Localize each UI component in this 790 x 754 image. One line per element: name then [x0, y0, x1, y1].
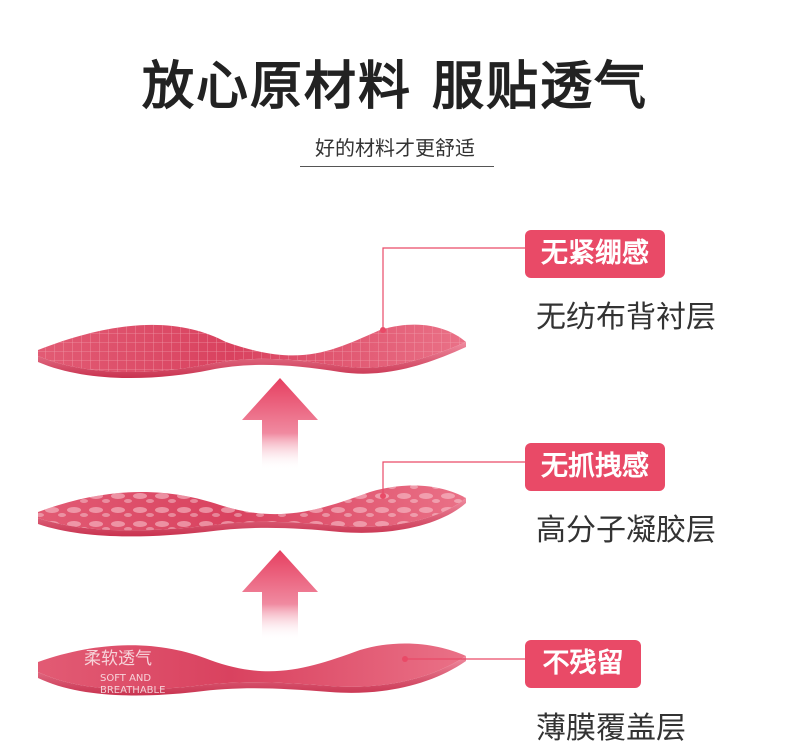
callout-line-bottom [402, 656, 525, 662]
layer-badge-no-pulling: 无抓拽感 [525, 443, 665, 491]
layer-name-film: 薄膜覆盖层 [536, 711, 686, 746]
film-sheet [38, 643, 466, 696]
arrow-up-icon [242, 550, 318, 640]
page-title: 放心原材料 服贴透气 [141, 57, 649, 117]
arrow-up-icon [242, 378, 318, 470]
gel-sheet [38, 485, 466, 537]
layer-name-gel: 高分子凝胶层 [536, 513, 716, 548]
sheet-english-line2: BREATHABLE [100, 685, 166, 696]
subtitle-underline [300, 166, 494, 167]
sheet-chinese-text: 柔软透气 [84, 649, 152, 669]
layer-badge-no-residue: 不残留 [525, 640, 641, 688]
page-subtitle: 好的材料才更舒适 [315, 136, 475, 160]
callout-line-middle [380, 461, 525, 499]
callout-line-top [380, 247, 525, 333]
layer-badge-no-tightness: 无紧绷感 [525, 230, 665, 278]
nonwoven-sheet [38, 324, 466, 379]
layer-name-nonwoven: 无纺布背衬层 [536, 300, 716, 335]
sheet-english-line1: SOFT AND [100, 673, 152, 684]
